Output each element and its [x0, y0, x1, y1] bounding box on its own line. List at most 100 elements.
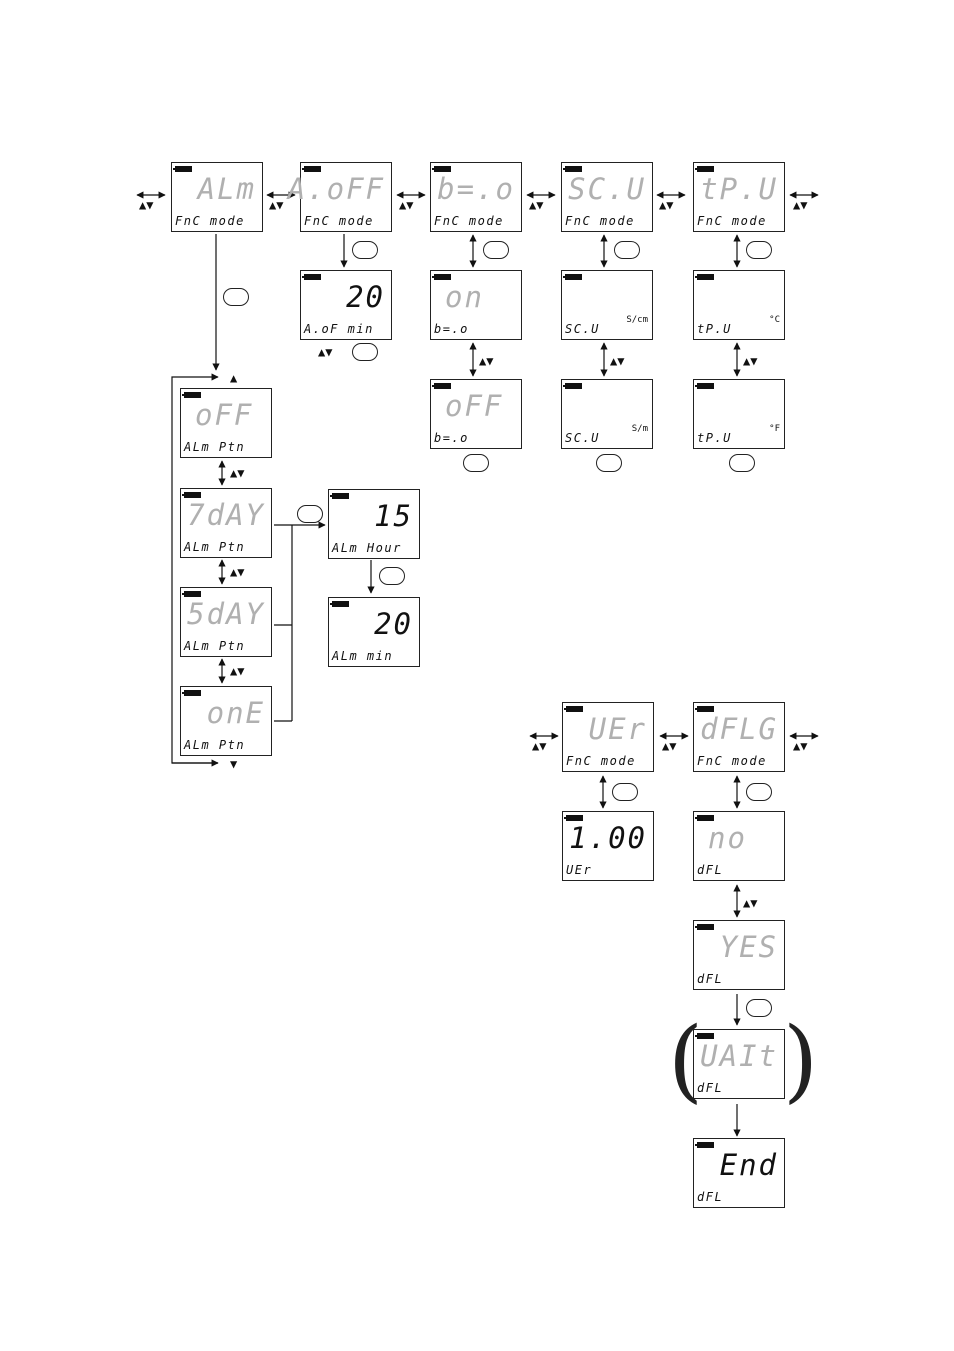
battery-icon	[330, 493, 349, 499]
screen-ptn-7day: 7dAY ALm Ptn	[180, 488, 272, 558]
screen-sub-text: ALm Ptn	[184, 738, 246, 752]
screen-scu-sm: S/m SC.U	[561, 379, 653, 449]
screen-dfl-no: no dFL	[693, 811, 785, 881]
updown-icon: ▲▼	[399, 198, 414, 212]
screen-sub-text: A.oF min	[304, 322, 374, 336]
enter-button[interactable]	[352, 241, 378, 259]
updown-icon: ▲▼	[230, 565, 245, 579]
updown-icon: ▲▼	[529, 198, 544, 212]
screen-sub-text: SC.U	[565, 431, 600, 445]
battery-icon	[563, 274, 582, 280]
screen-main-text: 5dAY	[187, 597, 265, 631]
screen-sub-text: tP.U	[697, 322, 732, 336]
screen-aof-min: 20 A.oF min	[300, 270, 392, 340]
battery-icon	[564, 815, 583, 821]
screen-main-text: no	[708, 821, 747, 855]
screen-dflg: dFLG FnC mode	[693, 702, 785, 772]
updown-icon: ▲▼	[479, 354, 494, 368]
screen-sub-text: ALm Ptn	[184, 639, 246, 653]
unit-label: °F	[769, 424, 780, 434]
battery-icon	[330, 601, 349, 607]
screen-sub-text: FnC mode	[434, 214, 504, 228]
down-icon: ▼	[230, 757, 238, 771]
battery-icon	[182, 392, 201, 398]
enter-button[interactable]	[463, 454, 489, 472]
screen-sub-text: ALm Ptn	[184, 540, 246, 554]
unit-label: S/cm	[626, 315, 648, 325]
screen-sub-text: FnC mode	[565, 214, 635, 228]
enter-button[interactable]	[223, 288, 249, 306]
right-bracket: )	[783, 1008, 819, 1113]
screen-sub-text: FnC mode	[304, 214, 374, 228]
screen-main-text: tP.U	[700, 172, 778, 206]
screen-sub-text: ALm Hour	[332, 541, 402, 555]
screen-sub-text: dFL	[697, 1190, 724, 1204]
battery-icon	[563, 166, 582, 172]
screen-main-text: onE	[206, 696, 265, 730]
screen-sub-text: ALm min	[332, 649, 394, 663]
updown-icon: ▲▼	[659, 198, 674, 212]
screen-main-text: oFF	[195, 398, 254, 432]
updown-icon: ▲▼	[743, 354, 758, 368]
unit-label: °C	[769, 315, 780, 325]
screen-tpu: tP.U FnC mode	[693, 162, 785, 232]
screen-sub-text: dFL	[697, 863, 724, 877]
enter-button[interactable]	[297, 505, 323, 523]
updown-icon: ▲▼	[532, 739, 547, 753]
screen-ver: UEr FnC mode	[562, 702, 654, 772]
updown-icon: ▲▼	[230, 664, 245, 678]
screen-bo-off: oFF b=.o	[430, 379, 522, 449]
updown-icon: ▲▼	[269, 198, 284, 212]
enter-button[interactable]	[614, 241, 640, 259]
enter-button[interactable]	[746, 241, 772, 259]
screen-bo-on: on b=.o	[430, 270, 522, 340]
screen-main-text: UAIt	[700, 1039, 778, 1073]
updown-icon: ▲▼	[662, 739, 677, 753]
battery-icon	[173, 166, 192, 172]
enter-button[interactable]	[746, 999, 772, 1017]
screen-main-text: A.oFF	[287, 172, 385, 206]
screen-sub-text: FnC mode	[566, 754, 636, 768]
battery-icon	[302, 166, 321, 172]
battery-icon	[695, 706, 714, 712]
screen-sub-text: FnC mode	[697, 754, 767, 768]
updown-icon: ▲▼	[139, 198, 154, 212]
screen-sub-text: SC.U	[565, 322, 600, 336]
screen-main-text: b=.o	[437, 172, 515, 206]
up-icon: ▲	[230, 371, 238, 385]
screen-main-text: 1.00	[569, 821, 647, 855]
updown-icon: ▲▼	[793, 198, 808, 212]
screen-main-text: oFF	[445, 389, 504, 423]
screen-aoff: A.oFF FnC mode	[288, 162, 392, 232]
unit-label: S/m	[631, 424, 648, 434]
screen-alm-hour: 15 ALm Hour	[328, 489, 420, 559]
screen-ver-value: 1.00 UEr	[562, 811, 654, 881]
enter-button[interactable]	[612, 783, 638, 801]
battery-icon	[182, 591, 201, 597]
screen-alm: ALm FnC mode	[171, 162, 263, 232]
enter-button[interactable]	[379, 567, 405, 585]
battery-icon	[432, 383, 451, 389]
enter-button[interactable]	[746, 783, 772, 801]
screen-main-text: SC.U	[568, 172, 646, 206]
updown-icon: ▲▼	[610, 354, 625, 368]
battery-icon	[695, 815, 714, 821]
screen-tpu-f: °F tP.U	[693, 379, 785, 449]
battery-icon	[695, 166, 714, 172]
battery-icon	[695, 274, 714, 280]
enter-button[interactable]	[483, 241, 509, 259]
enter-button[interactable]	[729, 454, 755, 472]
screen-sub-text: tP.U	[697, 431, 732, 445]
screen-ptn-one: onE ALm Ptn	[180, 686, 272, 756]
screen-sub-text: FnC mode	[175, 214, 245, 228]
screen-alm-min: 20 ALm min	[328, 597, 420, 667]
screen-bo: b=.o FnC mode	[430, 162, 522, 232]
screen-ptn-off: oFF ALm Ptn	[180, 388, 272, 458]
enter-button[interactable]	[596, 454, 622, 472]
enter-button[interactable]	[352, 343, 378, 361]
screen-main-text: UEr	[588, 712, 647, 746]
screen-dfl-yes: YES dFL	[693, 920, 785, 990]
battery-icon	[695, 924, 714, 930]
screen-sub-text: b=.o	[434, 431, 469, 445]
screen-main-text: 20	[374, 607, 413, 641]
